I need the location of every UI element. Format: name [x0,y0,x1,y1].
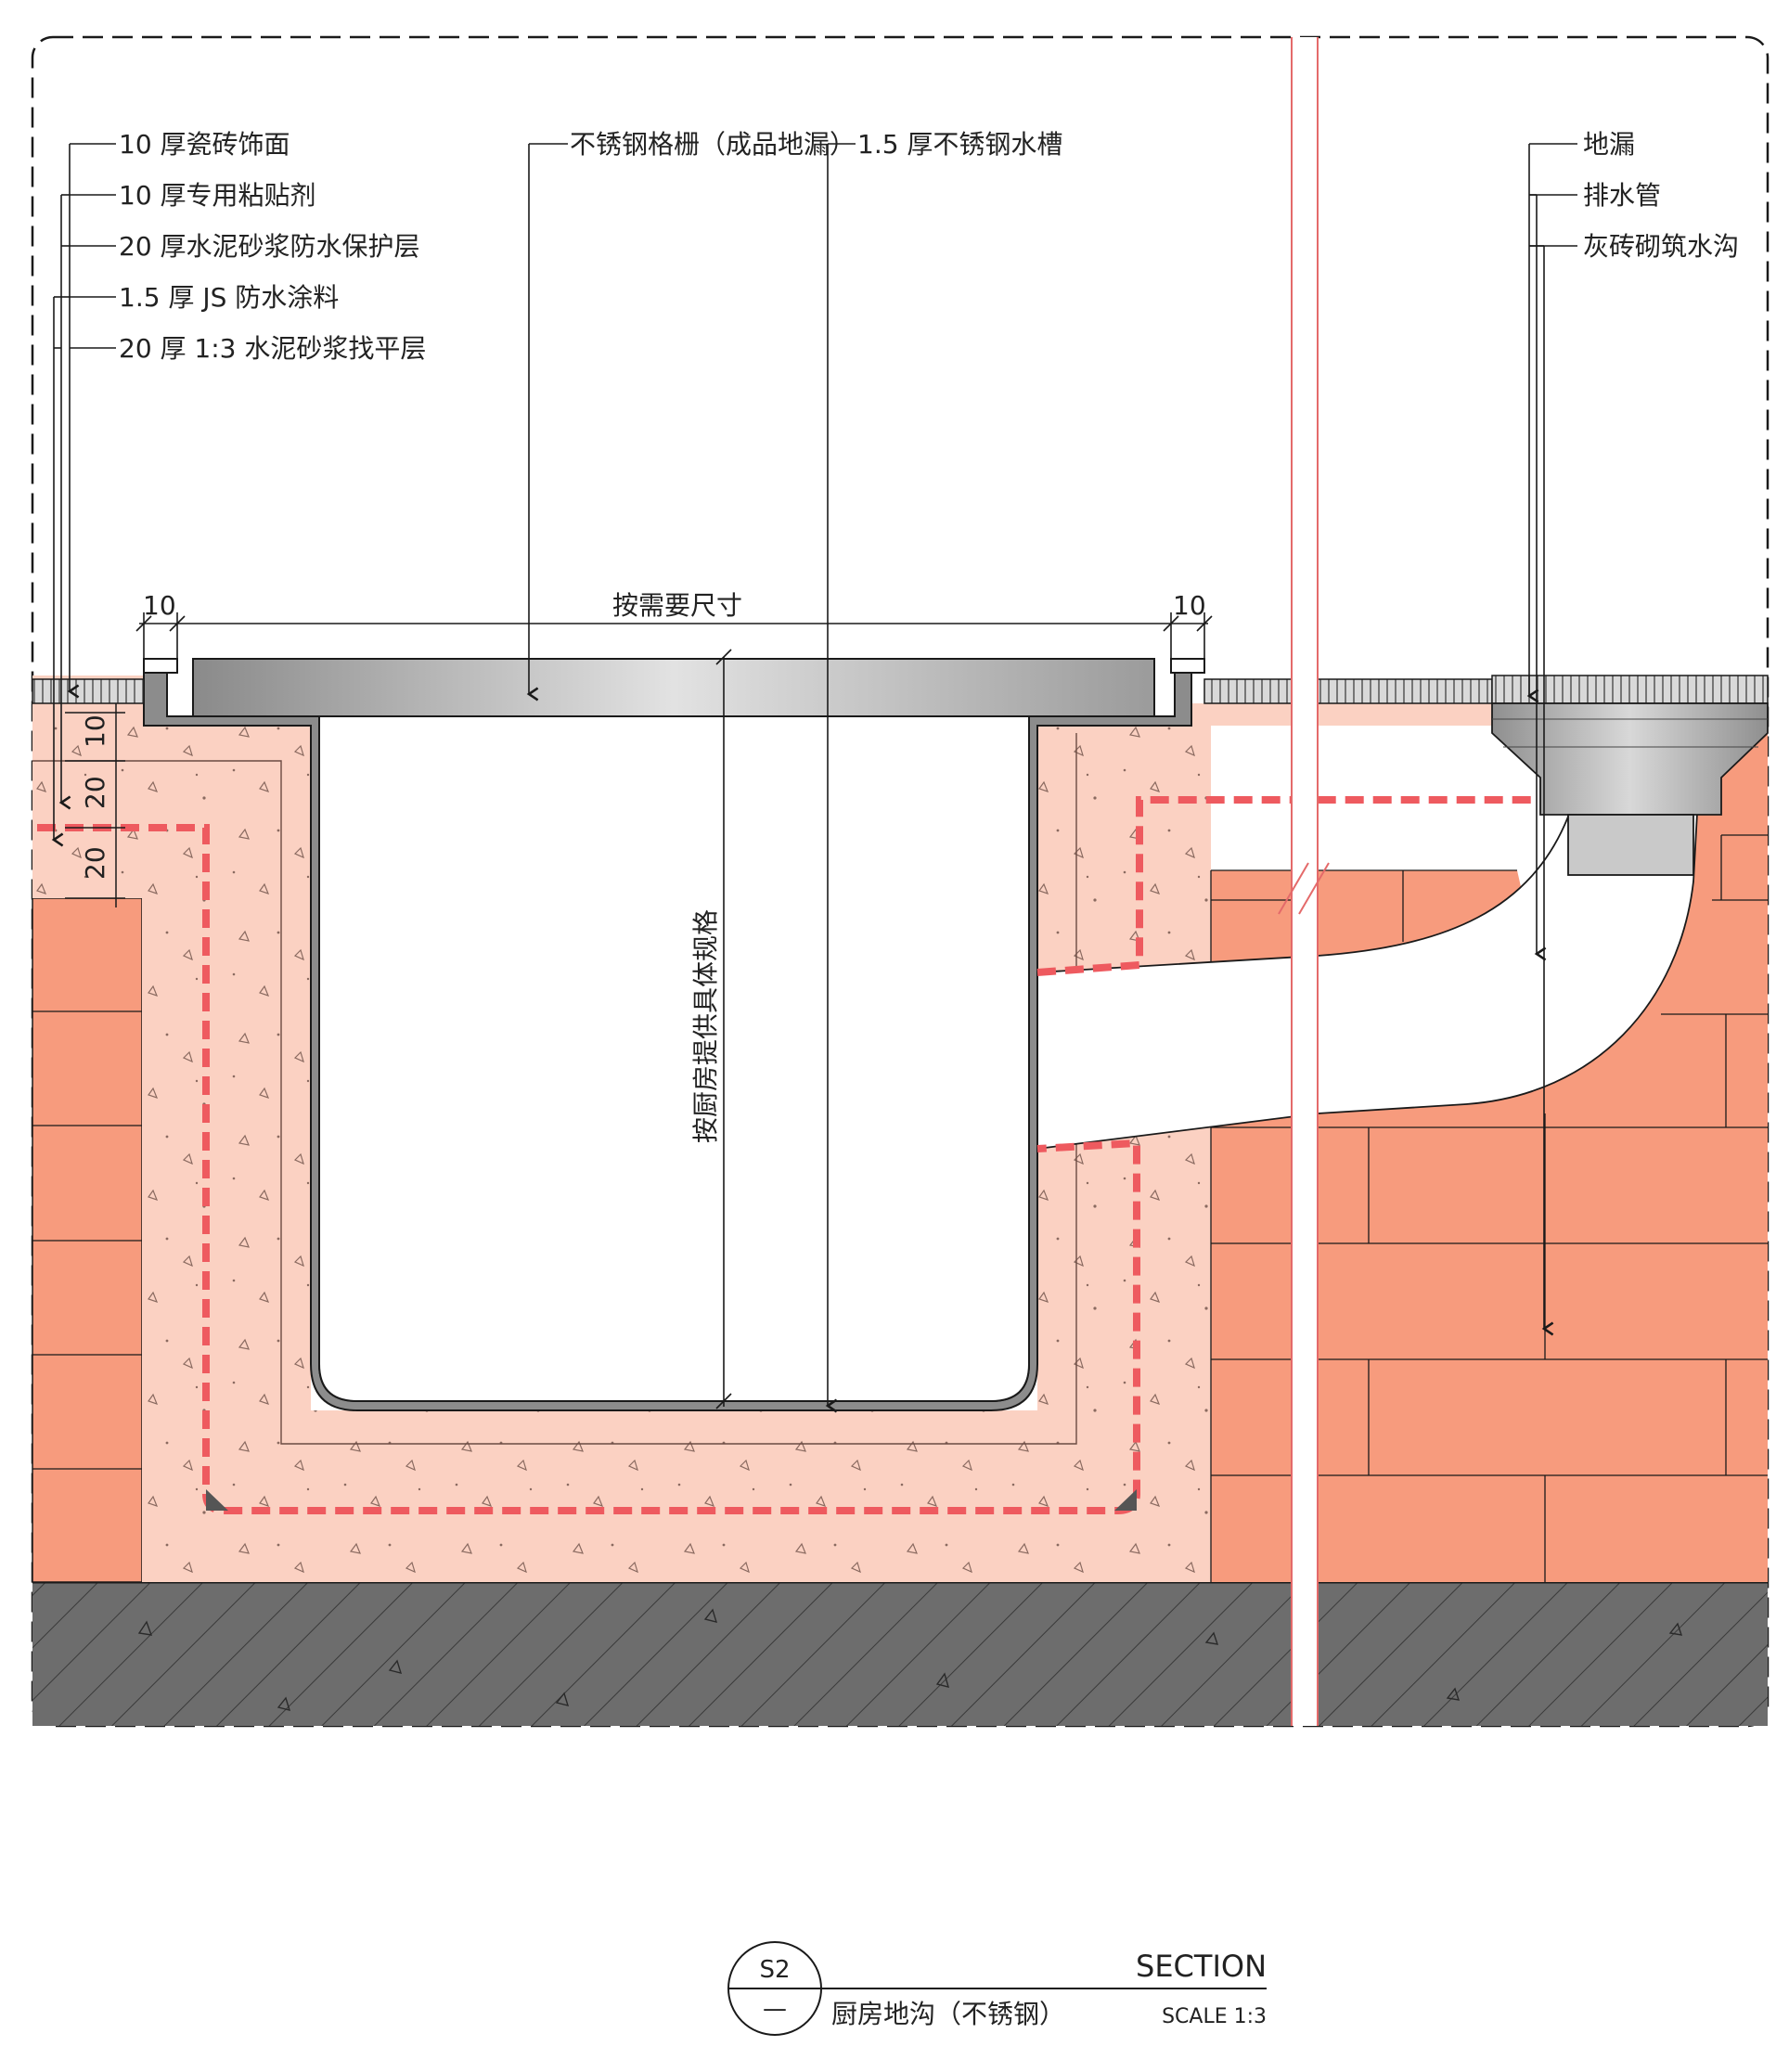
trough-inner-edge [318,726,1030,1402]
label-tile-finish: 10 厚瓷砖饰面 [119,129,290,160]
title-block [727,1941,1267,2036]
top-leader-lines [526,143,856,1413]
dim-width: 按需要尺寸 [612,590,742,621]
width-dimension-line [135,612,1213,659]
label-trough: 1.5 厚不锈钢水槽 [857,129,1062,160]
dim-layer-20a: 20 [80,776,110,809]
floor-tile-left [32,678,145,704]
concrete-slab [32,1580,1768,1726]
left-leader-lines [51,143,116,847]
label-drain-pipe: 排水管 [1583,180,1661,211]
label-grate: 不锈钢格栅（成品地漏） [570,129,856,160]
label-brick-channel: 灰砖砌筑水沟 [1583,231,1739,262]
trough-interior [319,726,1029,1401]
mortar-bed [32,676,1211,1582]
right-lip [1170,658,1205,674]
dim-layer-10: 10 [80,714,110,748]
dim-right-gap: 10 [1173,590,1206,621]
label-protection-layer: 20 厚水泥砂浆防水保护层 [119,231,420,262]
left-lip [143,658,178,674]
title-kind: SECTION [1136,1949,1267,1984]
drain-pipe [1036,795,1699,1151]
label-js-waterproofing: 1.5 厚 JS 防水涂料 [119,282,339,313]
depth-dimension-line [715,649,732,1409]
title-id: S2 [759,1956,790,1984]
membrane-corners [206,1489,1137,1511]
label-tile-adhesive: 10 厚专用粘贴剂 [119,180,316,211]
dim-left-gap: 10 [143,590,176,621]
layer-dimension-lines [65,703,125,907]
mortar-under-tile-right [1191,703,1498,726]
levelling-layer-outline [32,733,1077,1445]
left-brick-wall [32,897,143,1583]
label-screed-layer: 20 厚 1:3 水泥砂浆找平层 [119,333,426,364]
floor-tile-right [1203,678,1493,704]
title-scale: SCALE 1:3 [1162,2005,1267,2028]
break-line [1278,37,1330,1726]
label-floor-drain: 地漏 [1583,129,1635,160]
right-leader-lines [1526,143,1577,1336]
title-name: 厨房地沟（不锈钢） [831,1999,1065,2029]
dim-depth: 按厨房提供具体规格 [690,909,721,1143]
stainless-grate [192,658,1155,717]
dim-layer-20b: 20 [80,846,110,880]
title-sheet: — [763,1995,787,2023]
